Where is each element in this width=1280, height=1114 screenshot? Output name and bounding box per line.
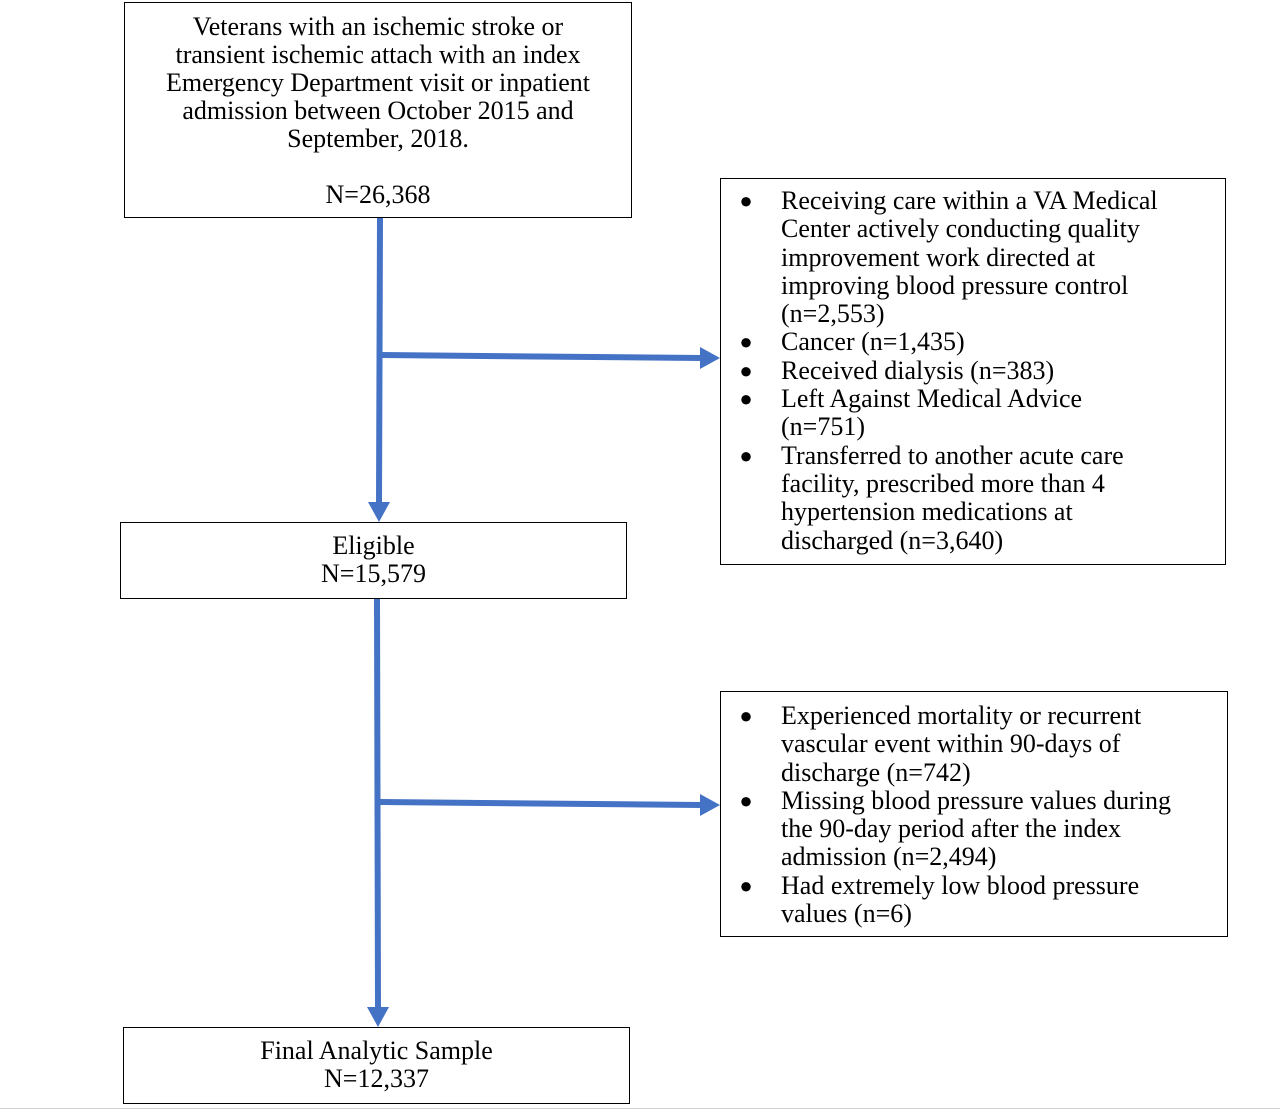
start-box-line: September, 2018.: [287, 124, 469, 153]
exclusion-item-line: hypertension medications at: [781, 497, 1073, 527]
bullet-icon: ●: [739, 703, 753, 728]
final-sample-box: Final Analytic Sample N=12,337: [123, 1027, 630, 1104]
exclusion-item-line: Experienced mortality or recurrent: [781, 701, 1142, 730]
bullet-icon: ●: [739, 386, 753, 412]
exclusion-item: ● Missing blood pressure values during t…: [721, 785, 1227, 872]
exclusion-item-line: Receiving care within a VA Medical: [781, 186, 1158, 215]
exclusion-item-line: improving blood pressure control: [781, 270, 1129, 300]
exclusion-item-line: values (n=6): [781, 899, 912, 929]
arrow-start-to-eligible-shaft: [376, 217, 383, 505]
exclusion-item-line: facility, prescribed more than 4: [781, 468, 1105, 498]
bullet-icon: ●: [739, 188, 753, 213]
bullet-icon: ●: [739, 357, 753, 383]
exclusion-item-line: Cancer (n=1,435): [781, 327, 965, 357]
exclusion-item-line: Received dialysis (n=383): [781, 355, 1055, 385]
exclusion-box-2: ● Experienced mortality or recurrent vas…: [720, 691, 1228, 937]
start-box-line: Emergency Department visit or inpatient: [165, 68, 591, 97]
start-box-line: transient ischemic attach with an index: [175, 40, 581, 69]
start-box-line: admission between October 2015 and: [182, 96, 574, 125]
exclusion-item-line: vascular event within 90-days of: [781, 729, 1121, 759]
exclusion-item-line: (n=751): [781, 412, 865, 442]
exclusion-item-line: Left Against Medical Advice: [781, 384, 1083, 414]
exclusion-item-line: Center actively conducting quality: [781, 214, 1140, 244]
arrow-to-exclusion-1-shaft: [379, 352, 703, 361]
bullet-icon: ●: [739, 872, 753, 898]
exclusion-item-line: improvement work directed at: [781, 242, 1096, 272]
eligible-box: Eligible N=15,579: [120, 522, 627, 599]
exclusion-item-line: the 90-day period after the index: [781, 814, 1122, 844]
exclusion-item-line: Had extremely low blood pressure: [781, 870, 1140, 900]
bullet-icon: ●: [739, 329, 753, 355]
exclusion-item-line: Missing blood pressure values during: [781, 785, 1171, 815]
final-count: N=12,337: [324, 1064, 429, 1093]
start-box-line: Veterans with an ischemic stroke or: [192, 12, 564, 41]
exclusion-item: ● Received dialysis (n=383): [721, 355, 1225, 385]
exclusion-item: ● Cancer (n=1,435): [721, 327, 1225, 357]
arrowhead-exclusion-2: [700, 794, 720, 816]
exclusion-item-line: (n=2,553): [781, 299, 885, 329]
arrowhead-exclusion-1: [700, 347, 720, 369]
final-label: Final Analytic Sample: [260, 1036, 493, 1065]
arrow-eligible-to-final-shaft: [374, 598, 381, 1010]
arrow-to-exclusion-2-shaft: [377, 799, 703, 808]
bullet-icon: ●: [739, 787, 753, 813]
start-population-box: Veterans with an ischemic stroke or tran…: [124, 2, 632, 218]
exclusion-item-line: Transferred to another acute care: [781, 440, 1124, 470]
arrowhead-final: [367, 1007, 389, 1027]
eligible-count: N=15,579: [321, 559, 426, 588]
bullet-icon: ●: [739, 442, 753, 468]
exclusion-item: ● Left Against Medical Advice (n=751): [721, 384, 1225, 442]
exclusion-item-line: admission (n=2,494): [781, 842, 997, 872]
start-box-count: N=26,368: [325, 180, 431, 209]
arrowhead-eligible: [368, 502, 390, 522]
exclusion-item: ● Had extremely low blood pressure value…: [721, 870, 1227, 929]
eligible-label: Eligible: [332, 531, 415, 560]
bottom-divider: [0, 1108, 1280, 1109]
exclusion-item: ● Transferred to another acute care faci…: [721, 440, 1225, 555]
exclusion-item: ● Experienced mortality or recurrent vas…: [721, 701, 1227, 787]
exclusion-box-1: ● Receiving care within a VA Medical Cen…: [720, 178, 1226, 565]
exclusion-item-line: discharge (n=742): [781, 757, 971, 787]
exclusion-item-line: discharged (n=3,640): [781, 525, 1004, 555]
exclusion-list-2: ● Experienced mortality or recurrent vas…: [721, 701, 1227, 929]
exclusion-list-1: ● Receiving care within a VA Medical Cen…: [721, 186, 1225, 555]
exclusion-item: ● Receiving care within a VA Medical Cen…: [721, 186, 1225, 329]
